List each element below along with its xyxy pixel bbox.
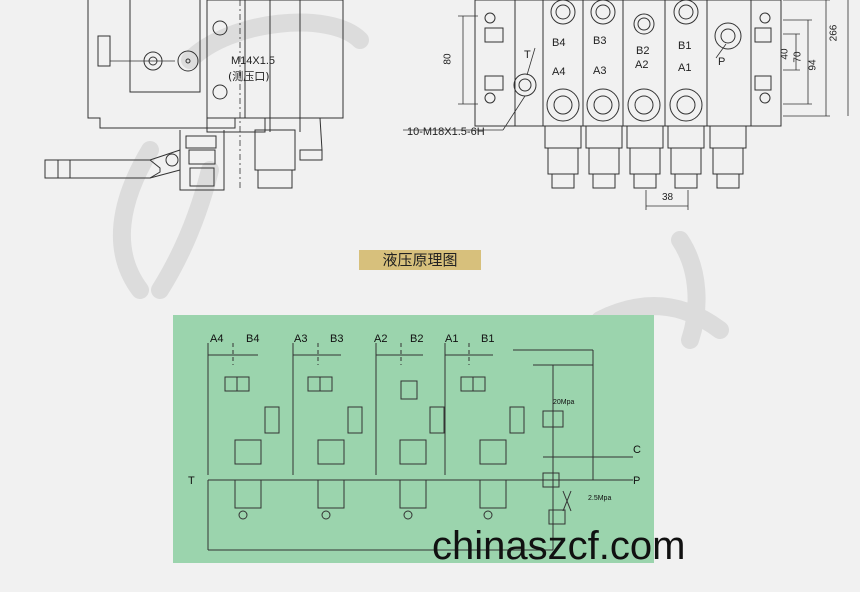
hydraulic-schematic: A4 B4 A3 B3 A2 B2 A1 B1 T C P 20Mpa 2.5M… (173, 315, 654, 563)
schematic-port-b2: B2 (410, 333, 424, 345)
schematic-port-b1: B1 (481, 333, 495, 345)
port-a4-label: A4 (552, 66, 566, 78)
schematic-port-b4: B4 (246, 333, 260, 345)
dimension-40-label: 40 (779, 48, 791, 60)
schematic-port-a3: A3 (294, 333, 308, 345)
thread-callout-label: 10-M18X1.5-6H (407, 126, 485, 138)
test-port-label: M14X1.5 (231, 55, 276, 67)
port-b4-label: B4 (552, 37, 566, 49)
schematic-port-a4: A4 (210, 333, 224, 345)
test-port-note: (测压口) (228, 70, 270, 83)
port-b2-label: B2 (636, 45, 650, 57)
section-title: 液压原理图 (359, 250, 481, 270)
dimension-38-label: 38 (662, 192, 674, 203)
dimension-94-label: 94 (807, 59, 819, 71)
schematic-port-p: P (633, 475, 641, 487)
schematic-port-b3: B3 (330, 333, 344, 345)
port-p-label: P (718, 56, 726, 68)
relief-valve-low-label: 2.5Mpa (588, 495, 612, 502)
port-b3-label: B3 (593, 35, 607, 47)
schematic-port-t: T (188, 475, 195, 487)
port-a2-label: A2 (635, 59, 649, 71)
schematic-port-a2: A2 (374, 333, 388, 345)
watermark-text: chinaszcf.com (432, 524, 686, 568)
schematic-port-c: C (633, 444, 641, 456)
dimension-266-label: 266 (828, 24, 840, 42)
port-a3-label: A3 (593, 65, 607, 77)
port-t-label: T (524, 49, 531, 61)
port-b1-label: B1 (678, 40, 692, 52)
port-a1-label: A1 (678, 62, 692, 74)
dimension-70-label: 70 (792, 51, 804, 63)
schematic-port-a1: A1 (445, 333, 459, 345)
dimension-80-label: 80 (442, 53, 454, 65)
relief-valve-main-label: 20Mpa (553, 399, 575, 406)
schematic-lines (207, 343, 633, 551)
